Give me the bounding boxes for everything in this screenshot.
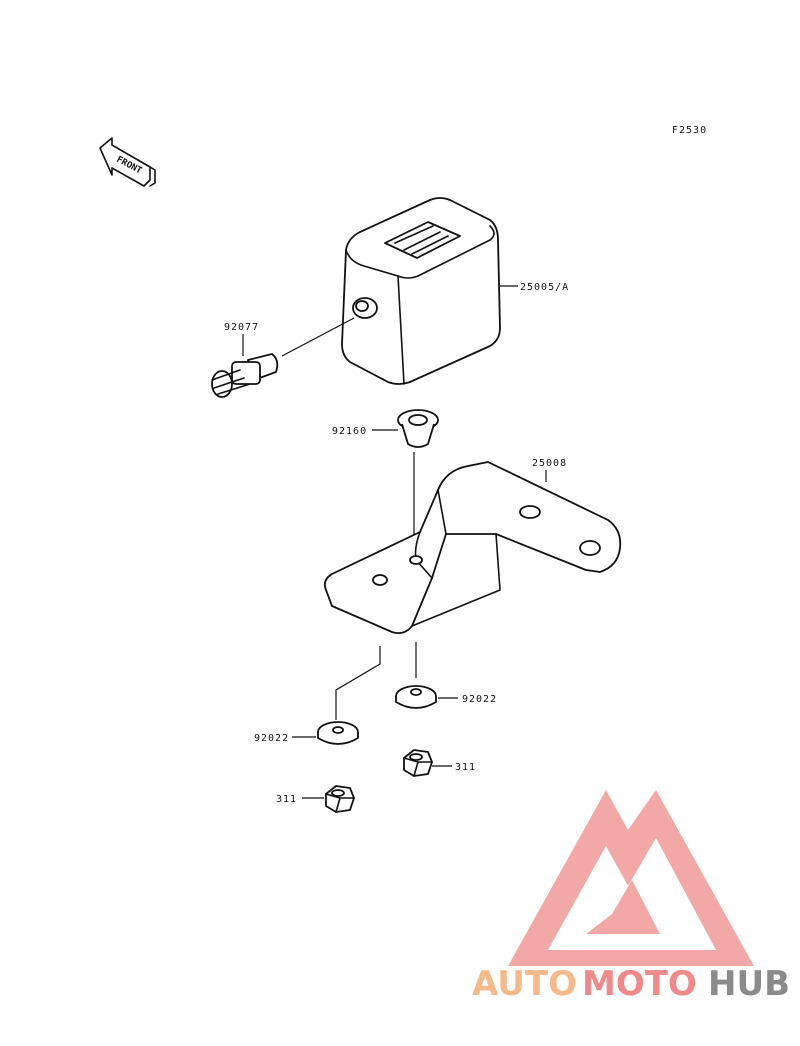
front-arrow-icon: FRONT bbox=[99, 137, 156, 187]
washer-left bbox=[317, 721, 359, 745]
nut-left bbox=[325, 785, 355, 813]
label-bracket: 25008 bbox=[532, 458, 567, 469]
label-meter-housing: 25005/A bbox=[520, 282, 569, 293]
meter-housing bbox=[341, 197, 501, 385]
nut-right bbox=[403, 749, 433, 777]
label-nut-left: 311 bbox=[276, 794, 297, 805]
label-washer-right: 92022 bbox=[462, 694, 497, 705]
bulb-socket bbox=[211, 353, 279, 398]
watermark-auto: AUTO bbox=[472, 964, 577, 1004]
watermark-moto: MOTO bbox=[582, 964, 697, 1004]
label-grommet: 92160 bbox=[332, 426, 367, 437]
watermark-hub: HUB bbox=[708, 964, 790, 1004]
watermark-logo-icon bbox=[508, 790, 754, 966]
bracket bbox=[323, 461, 622, 635]
figure-code: F2530 bbox=[672, 125, 707, 136]
label-washer-left: 92022 bbox=[254, 733, 289, 744]
washer-right bbox=[395, 685, 437, 709]
label-bulb-socket: 92077 bbox=[224, 322, 259, 333]
grommet bbox=[397, 409, 439, 448]
label-nut-right: 311 bbox=[455, 762, 476, 773]
